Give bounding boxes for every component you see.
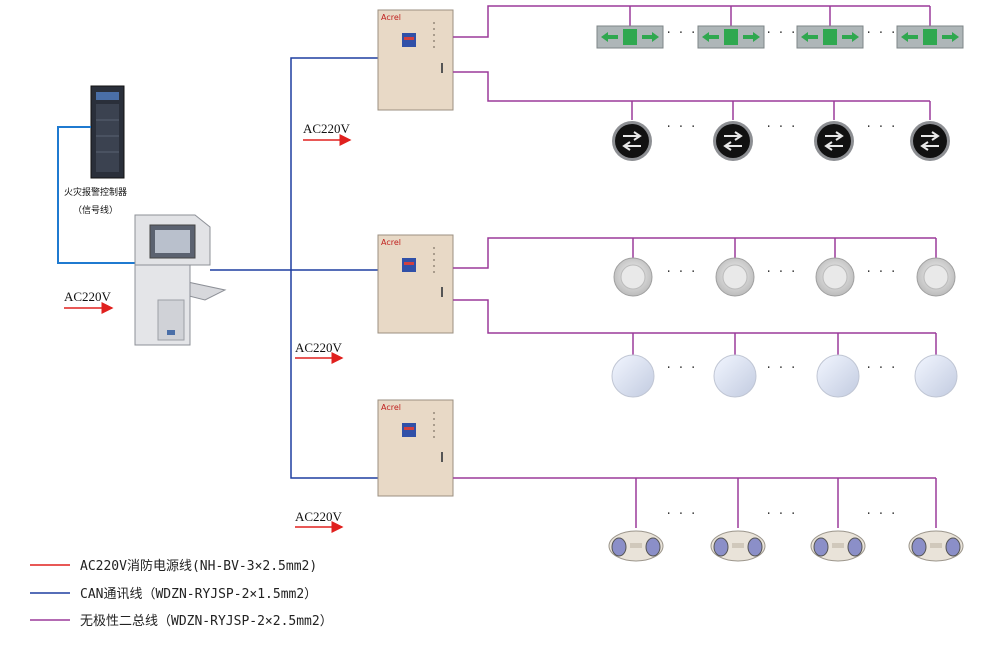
monitoring-host-console [134, 214, 227, 346]
ac-label-box3: AC220V [295, 509, 343, 524]
ellipsis-dots: · · · [667, 120, 698, 135]
signal-line [57, 126, 135, 264]
ellipsis-dots: · · · [667, 507, 698, 522]
ellipsis-dots: · · · [767, 26, 798, 41]
ceiling-light-icon [916, 257, 956, 297]
ac-label-box2: AC220V [295, 340, 343, 355]
dual-head-emergency-light-icon [608, 530, 664, 562]
ceiling-light-icon [815, 257, 855, 297]
legend-bus-text: 无极性二总线（WDZN-RYJSP-2×2.5mm2） [80, 614, 333, 629]
ellipsis-dots: · · · [867, 265, 898, 280]
distribution-box-3: Acrel [377, 399, 454, 497]
legend: AC220V消防电源线(NH-BV-3×2.5mm2) CAN通讯线（WDZN-… [30, 558, 333, 629]
ellipsis-dots: · · · [667, 265, 698, 280]
globe-light-icon [816, 354, 860, 398]
exit-sign-icon [596, 25, 664, 49]
exit-sign-icon [796, 25, 864, 49]
dual-head-emergency-light-icon [710, 530, 766, 562]
ceiling-light-icon [613, 257, 653, 297]
exit-sign-icon [896, 25, 964, 49]
globe-light-row [611, 354, 958, 398]
direction-light-icon [910, 121, 950, 161]
ellipsis-dots: · · · [767, 507, 798, 522]
ellipsis-dots: · · · [867, 361, 898, 376]
fire-alarm-label: 火灾报警控制器 [64, 186, 127, 198]
dual-head-emergency-light-icon [810, 530, 866, 562]
can-bus-trunk [210, 57, 378, 479]
signal-line-label: （信号线） [73, 204, 118, 216]
ellipsis-dots: · · · [867, 507, 898, 522]
ellipsis-dots: · · · [667, 361, 698, 376]
dual-head-light-row [608, 530, 964, 562]
ellipsis-dots: · · · [867, 26, 898, 41]
ac-label-host: AC220V [64, 289, 112, 304]
svg-text:Acrel: Acrel [381, 238, 401, 247]
dual-head-emergency-light-icon [908, 530, 964, 562]
globe-light-icon [713, 354, 757, 398]
ac-label-box1: AC220V [303, 121, 351, 136]
svg-text:Acrel: Acrel [381, 403, 401, 412]
legend-power-text: AC220V消防电源线(NH-BV-3×2.5mm2) [80, 558, 317, 574]
ellipsis-dots: · · · [767, 265, 798, 280]
ellipsis-dots: · · · [767, 361, 798, 376]
ellipsis-group: · · · · · · · · · · · · · · · · · · · · · · · ·… [667, 26, 898, 522]
distribution-box-2: Acrel [377, 234, 454, 334]
globe-light-icon [914, 354, 958, 398]
exit-sign-row [596, 25, 964, 49]
two-wire-bus-lines [453, 5, 937, 528]
direction-light-row [612, 121, 950, 161]
svg-text:Acrel: Acrel [381, 13, 401, 22]
direction-light-icon [612, 121, 652, 161]
ceiling-light-row [613, 257, 956, 297]
exit-sign-icon [697, 25, 765, 49]
ellipsis-dots: · · · [667, 26, 698, 41]
direction-light-icon [713, 121, 753, 161]
globe-light-icon [611, 354, 655, 398]
distribution-box-1: Acrel [377, 9, 454, 111]
ellipsis-dots: · · · [767, 120, 798, 135]
legend-can-text: CAN通讯线（WDZN-RYJSP-2×1.5mm2） [80, 587, 317, 602]
ellipsis-dots: · · · [867, 120, 898, 135]
direction-light-icon [814, 121, 854, 161]
ceiling-light-icon [715, 257, 755, 297]
fire-alarm-controller [90, 85, 125, 179]
